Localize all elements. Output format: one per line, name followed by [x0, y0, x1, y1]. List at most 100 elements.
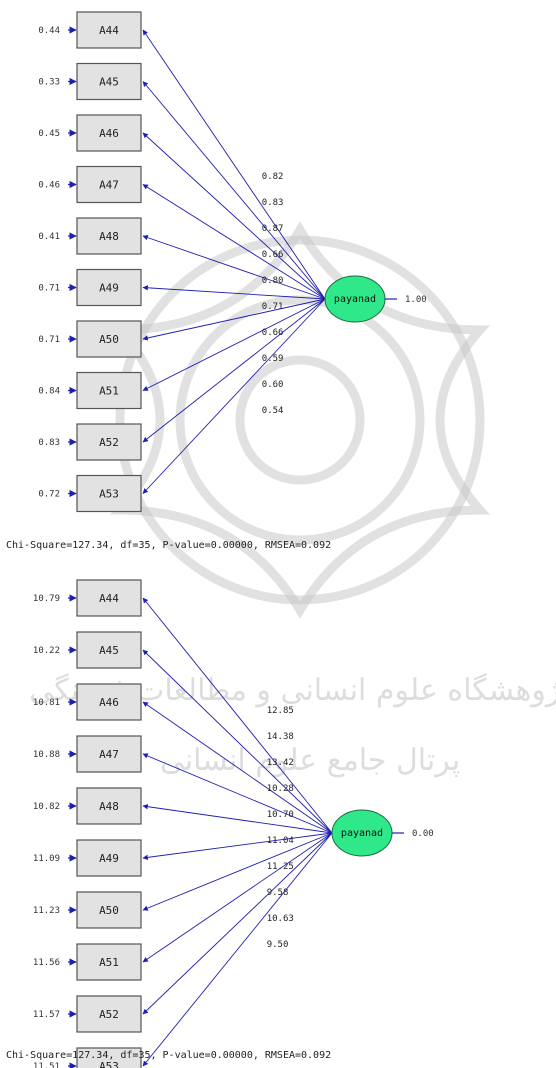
path-coefficient-label: 0.80: [262, 276, 284, 286]
latent-variable-label: payanad: [334, 294, 376, 305]
path-arrow: [142, 235, 326, 300]
error-variance-label: 0.45: [38, 129, 60, 139]
error-variance-label: 0.44: [38, 26, 60, 36]
model-panel-t-values: A4410.7912.85A4510.2214.38A4610.8113.42A…: [6, 579, 434, 1068]
path-arrow: [142, 184, 326, 300]
fit-statistics: Chi-Square=127.34, df=35, P-value=0.0000…: [6, 540, 331, 551]
error-variance-label: 10.81: [33, 698, 60, 708]
indicator-label: A47: [99, 179, 119, 192]
path-coefficient-label: 0.60: [262, 380, 284, 390]
path-arrow: [142, 649, 333, 834]
indicator-label: A52: [99, 1008, 119, 1021]
indicator-label: A48: [99, 800, 119, 813]
indicator-label: A44: [99, 24, 119, 37]
indicator-box: [76, 683, 142, 721]
indicator-box: [76, 891, 142, 929]
error-variance-label: 11.51: [33, 1062, 60, 1068]
path-coefficient-label: 0.82: [262, 172, 284, 182]
path-arrow: [142, 597, 333, 834]
error-variance-label: 0.71: [38, 335, 60, 345]
indicator-label: A44: [99, 592, 119, 605]
indicator-box: [76, 62, 142, 101]
indicator-box: [76, 320, 142, 358]
indicator-box: [76, 943, 142, 981]
indicator-box: [76, 474, 142, 513]
indicator-box: [76, 631, 142, 669]
path-coefficient-label: 0.87: [262, 224, 284, 234]
path-arrow: [142, 298, 326, 341]
indicator-label: A45: [99, 644, 119, 657]
path-coefficient-label: 0.71: [262, 302, 284, 312]
indicator-box: [76, 735, 142, 773]
error-variance-label: 0.84: [38, 387, 60, 397]
error-variance-label: 11.57: [33, 1010, 60, 1020]
error-variance-label: 11.56: [33, 958, 60, 968]
error-variance-label: 0.72: [38, 490, 60, 500]
indicator-box: [76, 114, 142, 152]
watermark-text-2: پرتال جامع علوم انسانی: [160, 743, 460, 778]
indicator-label: A46: [99, 127, 119, 140]
path-arrow: [142, 832, 333, 861]
path-arrow: [142, 753, 333, 834]
indicator-label: A50: [99, 333, 119, 346]
indicator-label: A52: [99, 436, 119, 449]
indicator-box: [76, 787, 142, 825]
indicator-label: A49: [99, 282, 119, 295]
indicator-box: [76, 839, 142, 877]
model-panel-standardized: A44 0.44 0.82 A45 0.33 0.83 A46 0.45 0.87 A47 0.46…: [6, 11, 427, 551]
indicator-label: A51: [99, 956, 119, 969]
indicator-label: A48: [99, 230, 119, 243]
indicator-box: [76, 423, 142, 461]
path-coefficient-label: 10.70: [267, 810, 294, 820]
path-coefficient-label: 0.54: [262, 406, 284, 416]
path-arrow: [142, 832, 333, 911]
path-arrow: [142, 298, 326, 443]
path-arrow: [142, 701, 333, 834]
latent-variance-label: 0.00: [412, 829, 434, 839]
indicator-label: A46: [99, 696, 119, 709]
path-coefficient-label: 10.63: [267, 914, 294, 924]
path-arrow: [142, 832, 333, 1067]
watermark-logo: [109, 221, 491, 619]
fit-statistics: Chi-Square=127.34, df=35, P-value=0.0000…: [6, 1050, 331, 1061]
indicator-label: A53: [99, 1060, 119, 1068]
error-variance-label: 0.41: [38, 232, 60, 242]
indicator-box: [76, 268, 142, 307]
path-arrow: [142, 81, 326, 300]
error-variance-label: 11.23: [33, 906, 60, 916]
path-coefficient-label: 0.83: [262, 198, 284, 208]
error-variance-label: 0.46: [38, 181, 60, 191]
path-arrow: [142, 804, 333, 834]
path-arrow: [142, 832, 333, 963]
indicator-box: [76, 217, 142, 255]
path-coefficient-label: 0.66: [262, 250, 284, 260]
indicator-label: A51: [99, 385, 119, 398]
path-coefficient-label: 9.58: [267, 888, 289, 898]
error-variance-label: 10.82: [33, 802, 60, 812]
indicator-label: A45: [99, 76, 119, 89]
path-arrow: [142, 285, 326, 300]
error-variance-label: 0.33: [38, 78, 60, 88]
indicator-box: [76, 995, 142, 1033]
path-arrow: [142, 29, 326, 300]
path-coefficient-label: 9.50: [267, 940, 289, 950]
indicator-label: A49: [99, 852, 119, 865]
path-coefficient-label: 12.85: [267, 706, 294, 716]
path-coefficient-label: 11.25: [267, 862, 294, 872]
error-variance-label: 10.88: [33, 750, 60, 760]
path-coefficient-label: 0.66: [262, 328, 284, 338]
latent-variance-label: 1.00: [405, 295, 427, 305]
error-variance-label: 11.09: [33, 854, 60, 864]
indicator-box: [76, 11, 142, 49]
indicator-label: A50: [99, 904, 119, 917]
error-variance-label: 0.83: [38, 438, 60, 448]
path-arrow: [142, 298, 326, 391]
indicator-label: A53: [99, 488, 119, 501]
path-coefficient-label: 0.59: [262, 354, 284, 364]
path-coefficient-label: 10.28: [267, 784, 294, 794]
indicator-box: [76, 1047, 142, 1068]
path-arrow: [142, 832, 333, 1015]
error-variance-label: 0.71: [38, 284, 60, 294]
error-variance-label: 10.79: [33, 594, 60, 604]
